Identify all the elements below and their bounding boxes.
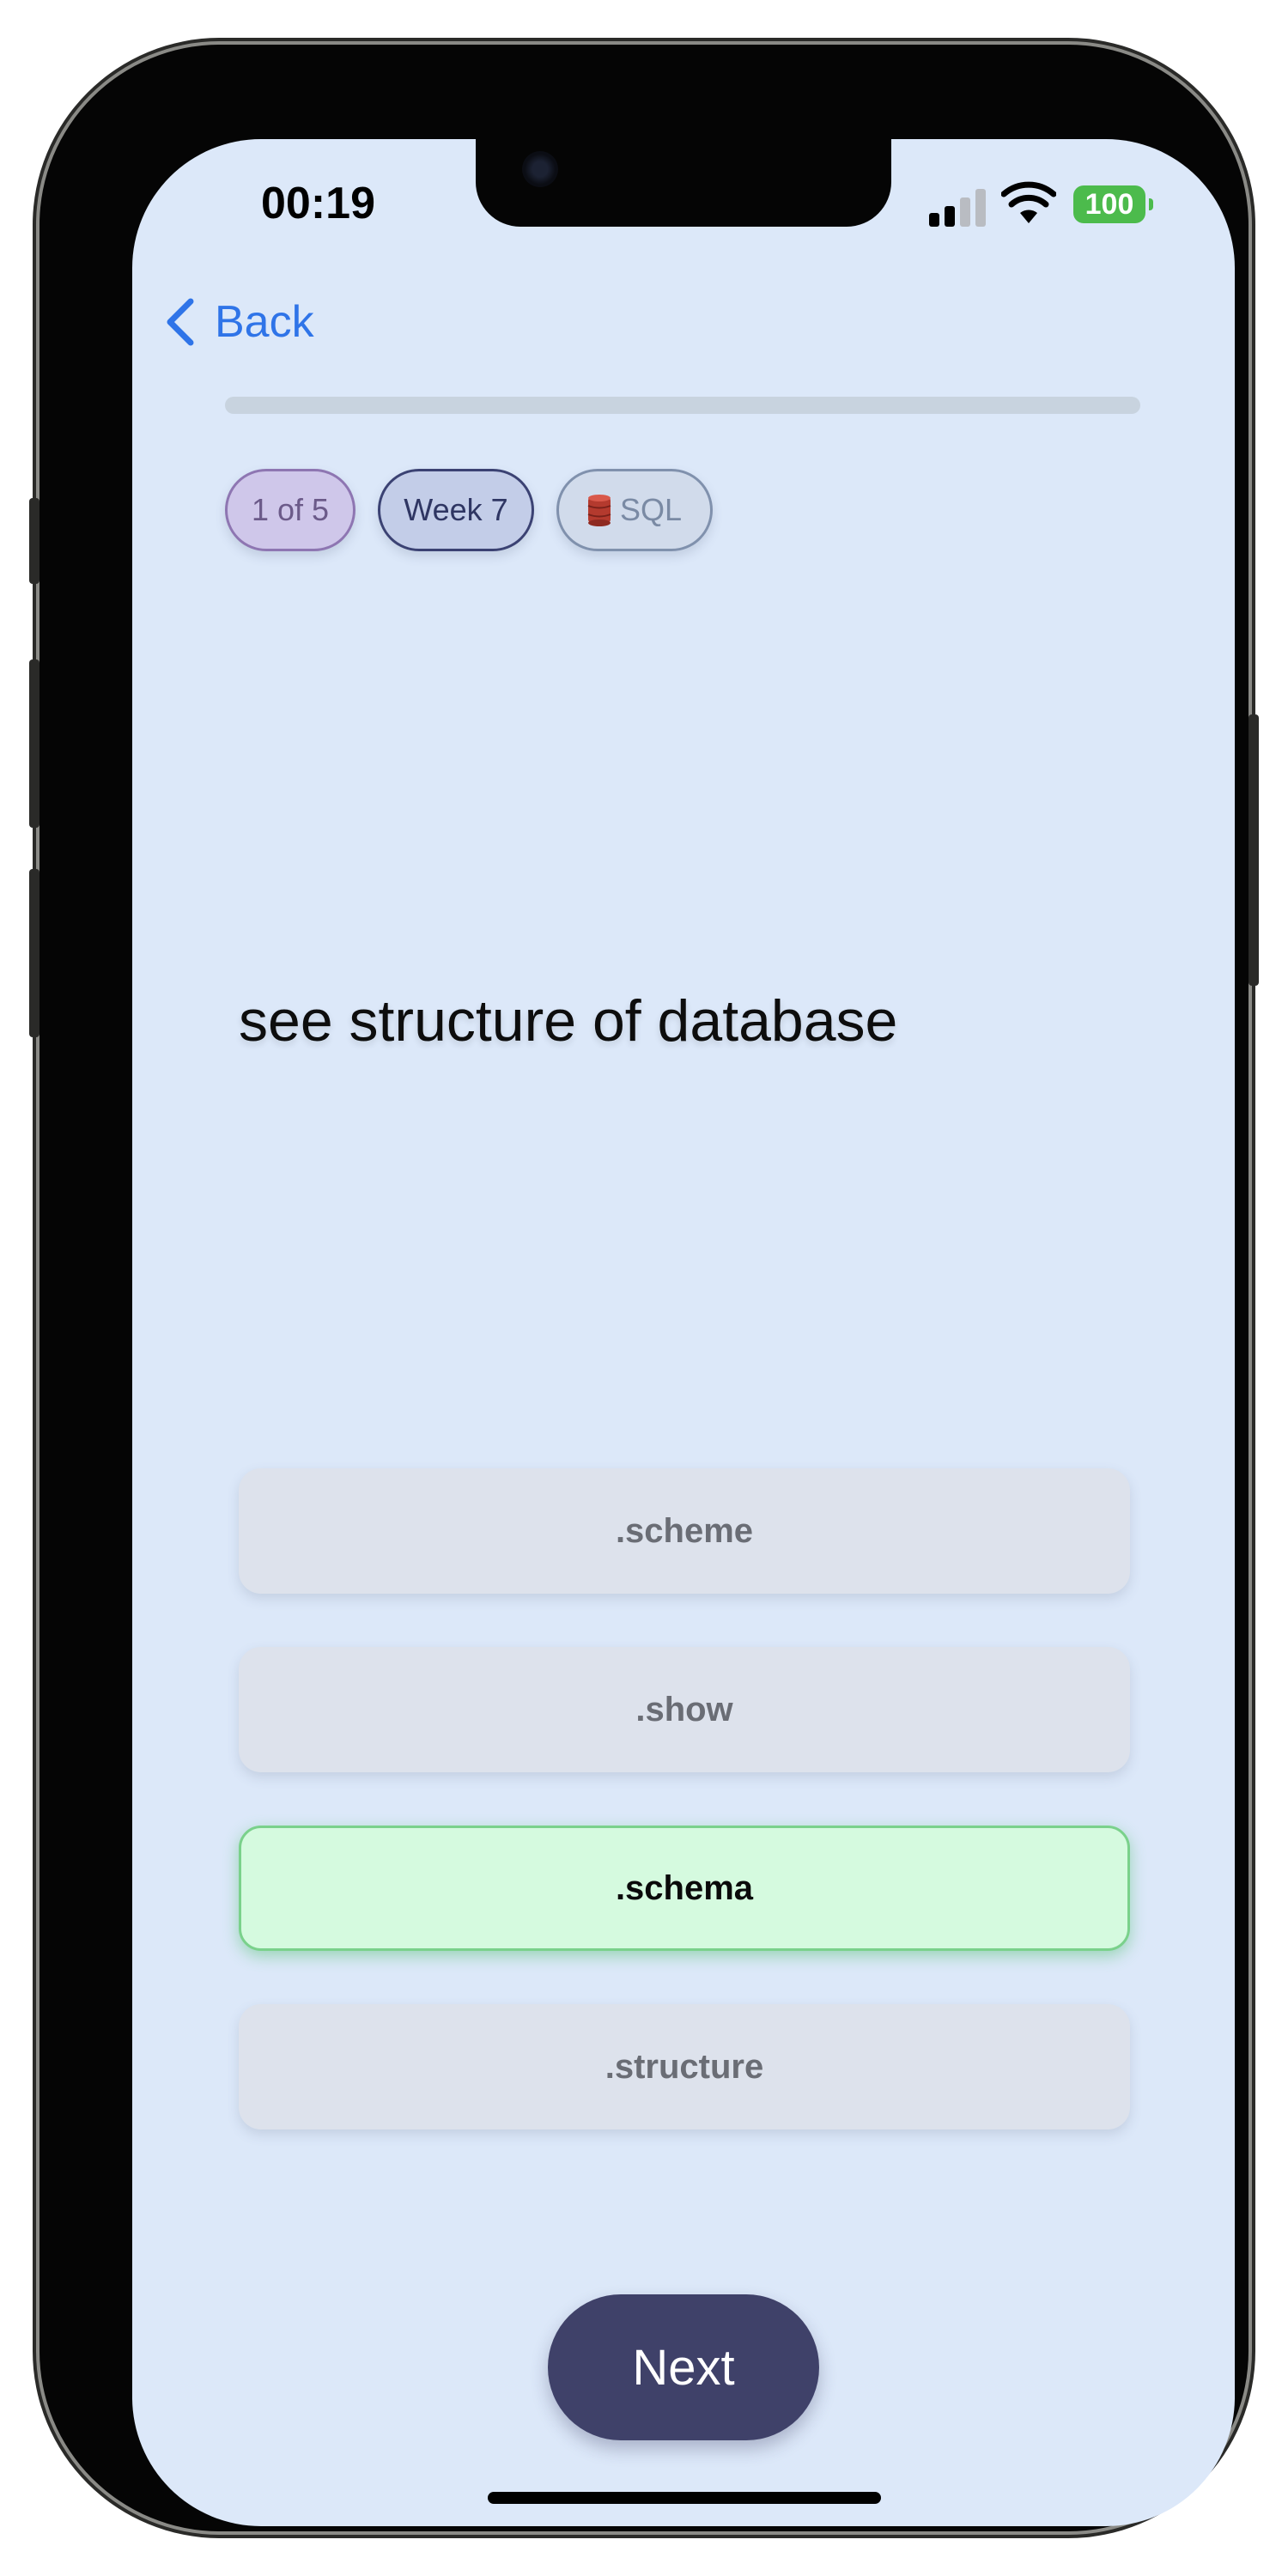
topic-chip-label: SQL <box>619 492 683 527</box>
silent-switch <box>29 498 39 584</box>
phone-frame: 00:19 100 Back 1 of 5 Week 7 <box>29 45 1259 2531</box>
screen: 00:19 100 Back 1 of 5 Week 7 <box>132 139 1235 2526</box>
quiz-progress-bar <box>225 397 1140 414</box>
wifi-icon <box>1001 181 1056 223</box>
answer-option[interactable]: .show <box>239 1647 1130 1772</box>
question-text: see structure of database <box>239 988 898 1054</box>
topic-chip: SQL <box>556 469 713 551</box>
quiz-tags: 1 of 5 Week 7 SQL <box>225 469 713 551</box>
back-button[interactable]: Back <box>163 292 314 352</box>
chevron-left-icon <box>167 298 194 346</box>
notch <box>476 139 891 227</box>
volume-up-button <box>29 659 39 828</box>
question-count-chip: 1 of 5 <box>225 469 355 551</box>
back-label: Back <box>215 297 314 347</box>
cellular-signal-icon <box>929 189 989 227</box>
answer-options: .scheme .show .schema .structure <box>239 1468 1130 2183</box>
answer-option[interactable]: .structure <box>239 2004 1130 2129</box>
database-icon <box>587 495 611 526</box>
status-time: 00:19 <box>261 179 375 228</box>
next-button[interactable]: Next <box>548 2294 819 2440</box>
volume-down-button <box>29 869 39 1037</box>
answer-option[interactable]: .scheme <box>239 1468 1130 1594</box>
power-button <box>1249 714 1259 986</box>
front-camera <box>522 151 558 187</box>
week-chip: Week 7 <box>378 469 534 551</box>
answer-option-correct[interactable]: .schema <box>239 1826 1130 1951</box>
battery-icon: 100 <box>1073 185 1153 223</box>
home-indicator[interactable] <box>488 2492 881 2504</box>
